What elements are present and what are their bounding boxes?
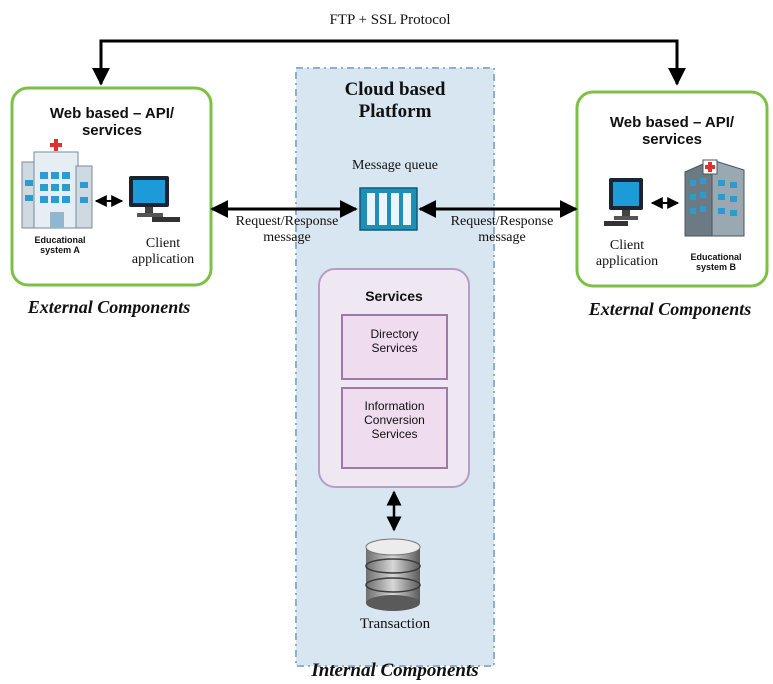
transaction-label: Transaction bbox=[359, 616, 431, 632]
information-conversion-box bbox=[341, 387, 448, 469]
cloud-title-line1: Cloud based bbox=[344, 79, 446, 100]
directory-services-label: Directory Services bbox=[342, 327, 447, 356]
info-line3: Services bbox=[371, 426, 418, 441]
info-line1: Information bbox=[364, 399, 425, 413]
right-api-title-line1: Web based – API/ bbox=[609, 114, 735, 131]
building-b-icon bbox=[684, 159, 745, 237]
left-reqres-line2: message bbox=[263, 230, 311, 246]
client-computer-a-icon bbox=[129, 176, 180, 222]
left-api-title-line2: services bbox=[81, 122, 143, 140]
educational-system-b-label: Educational system B bbox=[676, 252, 756, 273]
educational-system-a-label: Educational system A bbox=[20, 235, 100, 256]
system-a-line2: system A bbox=[40, 245, 80, 256]
ftp-ssl-label: FTP + SSL Protocol bbox=[329, 12, 451, 28]
info-line2: Conversion bbox=[364, 412, 425, 427]
right-api-title: Web based – API/ services bbox=[582, 114, 762, 149]
directory-line2: Services bbox=[371, 340, 418, 355]
internal-components-label: Internal Components bbox=[311, 660, 479, 681]
client-b-line1: Client bbox=[609, 238, 645, 253]
client-application-b-label: Client application bbox=[590, 238, 664, 270]
message-queue-icon bbox=[359, 187, 418, 231]
left-reqres-line1: Request/Response bbox=[235, 214, 339, 229]
right-api-title-line2: services bbox=[641, 131, 703, 149]
directory-services-box bbox=[341, 314, 448, 380]
client-a-line2: application bbox=[131, 252, 195, 268]
system-b-line1: Educational bbox=[690, 252, 742, 262]
information-conversion-label: Information Conversion Services bbox=[342, 399, 447, 441]
directory-line1: Directory bbox=[370, 327, 419, 341]
cloud-platform-title: Cloud based Platform bbox=[296, 79, 494, 123]
left-reqres-label: Request/Response message bbox=[222, 214, 352, 246]
client-a-line1: Client bbox=[145, 236, 181, 251]
database-icon bbox=[365, 538, 421, 611]
message-queue-label: Message queue bbox=[352, 158, 438, 173]
ftp-ssl-connector bbox=[92, 39, 686, 86]
left-api-title: Web based – API/ services bbox=[22, 105, 202, 140]
client-computer-b-icon bbox=[604, 178, 643, 226]
system-a-line1: Educational bbox=[34, 235, 86, 245]
client-application-a-label: Client application bbox=[118, 236, 208, 268]
right-external-components-label: External Components bbox=[588, 299, 752, 319]
cloud-title-line2: Platform bbox=[358, 100, 432, 122]
system-b-line2: system B bbox=[695, 262, 737, 273]
right-api-box bbox=[575, 90, 769, 288]
left-api-box bbox=[10, 86, 213, 287]
left-api-title-line1: Web based – API/ bbox=[49, 105, 175, 122]
right-reqres-label: Request/Response message bbox=[437, 214, 567, 246]
right-reqres-line1: Request/Response bbox=[450, 214, 554, 229]
building-a-icon bbox=[21, 139, 93, 229]
right-reqres-line2: message bbox=[478, 230, 526, 246]
client-b-line2: application bbox=[595, 254, 659, 270]
left-external-components-label: External Components bbox=[27, 297, 191, 317]
services-title: Services bbox=[365, 288, 423, 304]
